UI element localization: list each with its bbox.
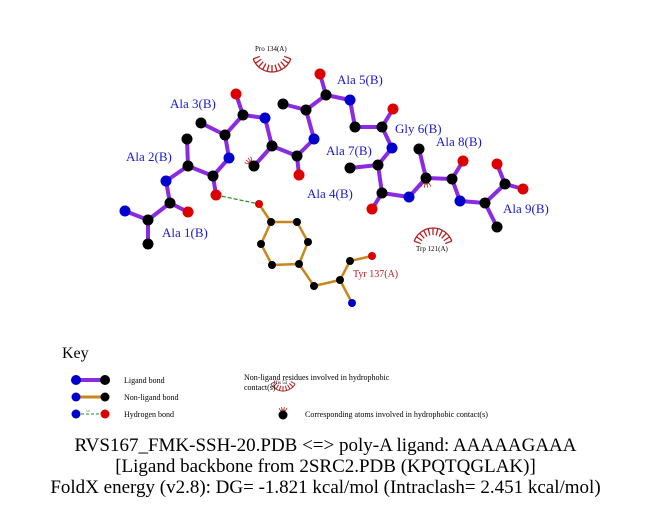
- residue-label-ala9: Ala 9(B): [503, 201, 549, 216]
- atom-C: [372, 159, 384, 171]
- key-hbond-distance: 3.0: [86, 409, 90, 413]
- atom-C: [142, 214, 154, 226]
- atom-C: [164, 197, 176, 209]
- hydrophobic-spokes-ala4: [244, 156, 253, 165]
- nonligand-bond: [259, 221, 273, 245]
- atom-C: [277, 98, 289, 110]
- atom-N: [386, 142, 398, 154]
- caption-line-3: FoldX energy (v2.8): DG= -1.821 kcal/mol…: [50, 477, 601, 498]
- atom-C: [304, 238, 312, 246]
- atom-C: [268, 261, 276, 269]
- caption-line-1: RVS167_FMK-SSH-20.PDB <=> poly-A ligand:…: [74, 435, 577, 456]
- key-ligand-bond: Ligand bond: [124, 376, 165, 385]
- atom-O: [491, 158, 503, 170]
- atom-C: [291, 150, 303, 162]
- atom-C: [142, 238, 154, 250]
- atom-O: [517, 183, 529, 195]
- residue-label-ala5: Ala 5(B): [337, 72, 383, 87]
- atom-C: [491, 221, 503, 233]
- atom-N: [259, 112, 271, 124]
- atom-C: [420, 172, 432, 184]
- atom-C: [195, 117, 207, 129]
- atom-O: [230, 88, 242, 100]
- atom-C: [181, 133, 193, 145]
- atom-N: [160, 175, 172, 187]
- caption-line-2: [Ligand backbone from 2SRC2.PDB (KPQTQGL…: [115, 456, 536, 477]
- residue-label-ala2: Ala 2(B): [126, 149, 172, 164]
- atom-O: [255, 200, 263, 208]
- atom-N: [308, 133, 320, 145]
- atom-C: [295, 260, 303, 268]
- atom-C: [267, 218, 275, 226]
- residue-label-ala8: Ala 8(B): [436, 134, 482, 149]
- nonligand-bond: [338, 279, 354, 304]
- atom-N: [344, 94, 356, 106]
- atom-C: [344, 162, 356, 174]
- atom-O: [210, 189, 222, 201]
- atom-N: [119, 205, 131, 217]
- atom-C: [320, 89, 332, 101]
- hydrogen-bond: [215, 194, 260, 205]
- nonligand-bond: [313, 278, 341, 288]
- residue-label-gly6: Gly 6(B): [395, 121, 442, 136]
- residue-label-ala7: Ala 7(B): [326, 143, 372, 158]
- key-nonligand-bond: Non-ligand bond: [124, 393, 178, 402]
- atom-C: [479, 197, 491, 209]
- atom-C: [266, 140, 278, 152]
- residue-label-ala1: Ala 1(B): [162, 225, 208, 240]
- atom-O: [293, 169, 305, 181]
- atom-C: [346, 257, 354, 265]
- atom-N: [454, 195, 466, 207]
- atom-N: [223, 152, 235, 164]
- residue-label-trp121: Trp 121(A): [416, 245, 448, 253]
- nonligand-bond: [297, 263, 316, 287]
- atom-C: [349, 121, 361, 133]
- residue-label-pro134: Pro 134(A): [255, 45, 287, 53]
- key-title: Key: [62, 345, 89, 362]
- atom-C: [237, 109, 249, 121]
- hydrophobic-spokes-ala8: [420, 182, 432, 188]
- atom-C: [336, 276, 344, 284]
- atom-O: [366, 203, 378, 215]
- atom-C: [446, 173, 458, 185]
- atom-O: [387, 103, 399, 115]
- atom-C: [300, 104, 312, 116]
- atom-O: [314, 68, 326, 80]
- atom-C: [413, 143, 425, 155]
- key-hydrophobic-residues: Non-ligand residues involved in hydropho…: [244, 373, 390, 392]
- atom-C: [293, 218, 301, 226]
- atom-C: [499, 178, 511, 190]
- atom-O: [182, 206, 194, 218]
- residue-label-ala3: Ala 3(B): [170, 96, 216, 111]
- atom-C: [376, 121, 388, 133]
- atom-N: [348, 299, 356, 307]
- hydrophobic-arc-trp121: [413, 227, 453, 245]
- atom-C: [257, 240, 265, 248]
- key-hydrophobic-atoms: Corresponding atoms involved in hydropho…: [305, 410, 488, 419]
- atom-C: [376, 187, 388, 199]
- key-legend: Key Ligand bond Non-ligand bond 3.0 Hydr…: [62, 345, 488, 420]
- atom-C: [207, 170, 219, 182]
- residue-label-tyr137: Tyr 137(A): [353, 269, 398, 280]
- hydrophobic-arc-pro134: [252, 55, 292, 73]
- key-hydrogen-bond: Hydrogen bond: [124, 410, 174, 419]
- atom-C: [310, 282, 318, 290]
- atom-C: [248, 160, 260, 172]
- atom-C: [219, 129, 231, 141]
- atom-C: [182, 160, 194, 172]
- residue-label-ala4: Ala 4(B): [307, 186, 353, 201]
- atom-O: [457, 155, 469, 167]
- key-residue-example: His 53: [274, 381, 288, 386]
- nonligand-bond: [271, 262, 300, 267]
- atom-N: [403, 191, 415, 203]
- atom-O: [368, 252, 376, 260]
